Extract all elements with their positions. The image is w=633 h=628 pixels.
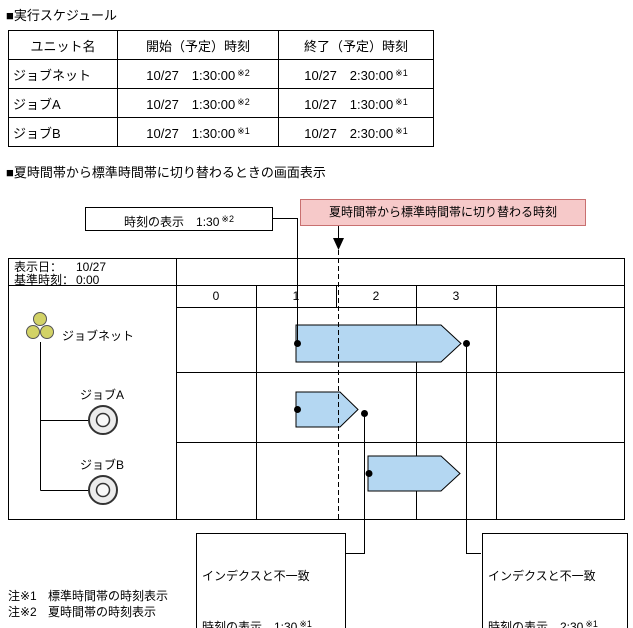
callout-line2: 時刻の表示 2:30※1 [488, 616, 622, 628]
job-a-end-dot [361, 410, 368, 417]
job-a-start-dot [294, 406, 301, 413]
footnotes: 注※1 標準時間帯の時刻表示 注※2 夏時間帯の時刻表示 [8, 588, 168, 620]
start-time-cell: 10/27 1:30:00※2 [117, 59, 279, 89]
start-time-value: 10/27 1:30:00 [146, 125, 236, 141]
unit-name-header: ユニット名 [8, 30, 118, 60]
job-a-icon [88, 405, 118, 435]
job-b-start-dot [365, 470, 373, 477]
callout-text: 時刻の表示 1:30 [124, 215, 220, 229]
jobnet-icon [26, 312, 54, 339]
end-time-value: 10/27 2:30:00 [304, 67, 394, 83]
index-mismatch-callout-right: インデクスと不一致 時刻の表示 2:30※1 [482, 533, 628, 628]
job-b-label: ジョブB [80, 458, 125, 472]
jobnet-bar [295, 324, 462, 363]
down-arrow-icon [333, 238, 344, 250]
start-time-cell: 10/27 1:30:00※2 [117, 88, 279, 118]
unit-name-cell: ジョブB [8, 117, 118, 147]
time-display-callout: 時刻の表示 1:30※2 [85, 207, 273, 231]
time-tick-0: 0 [212, 289, 220, 303]
end-time-cell: 10/27 1:30:00※1 [278, 88, 434, 118]
display-date-label: 表示日： [14, 260, 63, 274]
table-header-row: ユニット名 開始（予定）時刻 終了（予定）時刻 [8, 30, 434, 60]
table-row: ジョブA 10/27 1:30:00※2 10/27 1:30:00※1 [8, 88, 434, 118]
index-mismatch-callout-left: インデクスと不一致 時刻の表示 1:30※1 [196, 533, 346, 628]
job-b-bar [367, 455, 461, 492]
end-time-value: 10/27 1:30:00 [304, 96, 394, 112]
time-tick-1: 1 [292, 289, 300, 303]
time-tick-2: 2 [372, 289, 380, 303]
job-a-label: ジョブA [80, 388, 125, 402]
footnote-text: 標準時間帯の時刻表示 [48, 589, 169, 603]
note-ref: ※1 [237, 125, 250, 136]
table-row: ジョブネット 10/27 1:30:00※2 10/27 2:30:00※1 [8, 59, 434, 89]
note-ref: ※1 [585, 619, 598, 628]
base-time-row: 基準時刻： 0:00 [14, 274, 106, 287]
callout-line1: インデクスと不一致 [488, 569, 596, 583]
start-time-value: 10/27 1:30:00 [146, 67, 236, 83]
callout-text: 時刻の表示 1:30 [202, 620, 298, 628]
end-time-value: 10/27 2:30:00 [304, 125, 394, 141]
time-tick-3: 3 [452, 289, 460, 303]
end-time-cell: 10/27 2:30:00※1 [278, 117, 434, 147]
footnote-label: 注※1 [8, 589, 37, 603]
job-b-icon [88, 475, 118, 505]
footnote: 注※1 標準時間帯の時刻表示 [8, 588, 168, 604]
base-time-label: 基準時刻： [14, 273, 75, 287]
callout-line2: 時刻の表示 1:30※1 [202, 616, 340, 628]
note-ref: ※1 [395, 96, 408, 107]
display-date-value: 10/27 [76, 260, 107, 274]
footnote-label: 注※2 [8, 605, 37, 619]
schedule-table: ユニット名 開始（予定）時刻 終了（予定）時刻 ジョブネット 10/27 1:3… [8, 30, 434, 147]
display-date-row: 表示日： 10/27 [14, 261, 106, 274]
callout-connectors [273, 218, 481, 554]
section-heading-display: ■夏時間帯から標準時間帯に切り替わるときの画面表示 [6, 165, 326, 180]
start-time-value: 10/27 1:30:00 [146, 96, 236, 112]
end-time-cell: 10/27 2:30:00※1 [278, 59, 434, 89]
chart-grid [8, 258, 625, 520]
jobnet-start-dot [294, 340, 301, 347]
note-ref: ※1 [299, 619, 312, 628]
callout-line1: インデクスと不一致 [202, 569, 310, 583]
dst-switch-line [333, 226, 344, 519]
callout-text: 時刻の表示 2:30 [488, 620, 584, 628]
end-time-header: 終了（予定）時刻 [278, 30, 434, 60]
gantt-bars [295, 324, 462, 492]
chart-info: 表示日： 10/27 基準時刻： 0:00 [14, 261, 106, 287]
unit-name-cell: ジョブネット [8, 59, 118, 89]
unit-name-cell: ジョブA [8, 88, 118, 118]
base-time-value: 0:00 [76, 273, 100, 287]
footnote: 注※2 夏時間帯の時刻表示 [8, 604, 168, 620]
jobnet-label: ジョブネット [62, 329, 135, 343]
time-marker-dots [294, 340, 470, 477]
unit-tree [26, 312, 118, 505]
note-ref: ※1 [395, 67, 408, 78]
table-row: ジョブB 10/27 1:30:00※1 10/27 2:30:00※1 [8, 117, 434, 147]
footnote-text: 夏時間帯の時刻表示 [48, 605, 157, 619]
note-ref: ※2 [237, 67, 250, 78]
job-a-bar [295, 391, 359, 428]
jobnet-end-dot [463, 340, 470, 347]
start-time-cell: 10/27 1:30:00※1 [117, 117, 279, 147]
note-ref: ※2 [237, 96, 250, 107]
section-heading-schedule: ■実行スケジュール [6, 8, 117, 23]
note-ref: ※1 [395, 125, 408, 136]
note-ref: ※2 [221, 214, 234, 224]
dst-switch-banner: 夏時間帯から標準時間帯に切り替わる時刻 [300, 199, 586, 226]
